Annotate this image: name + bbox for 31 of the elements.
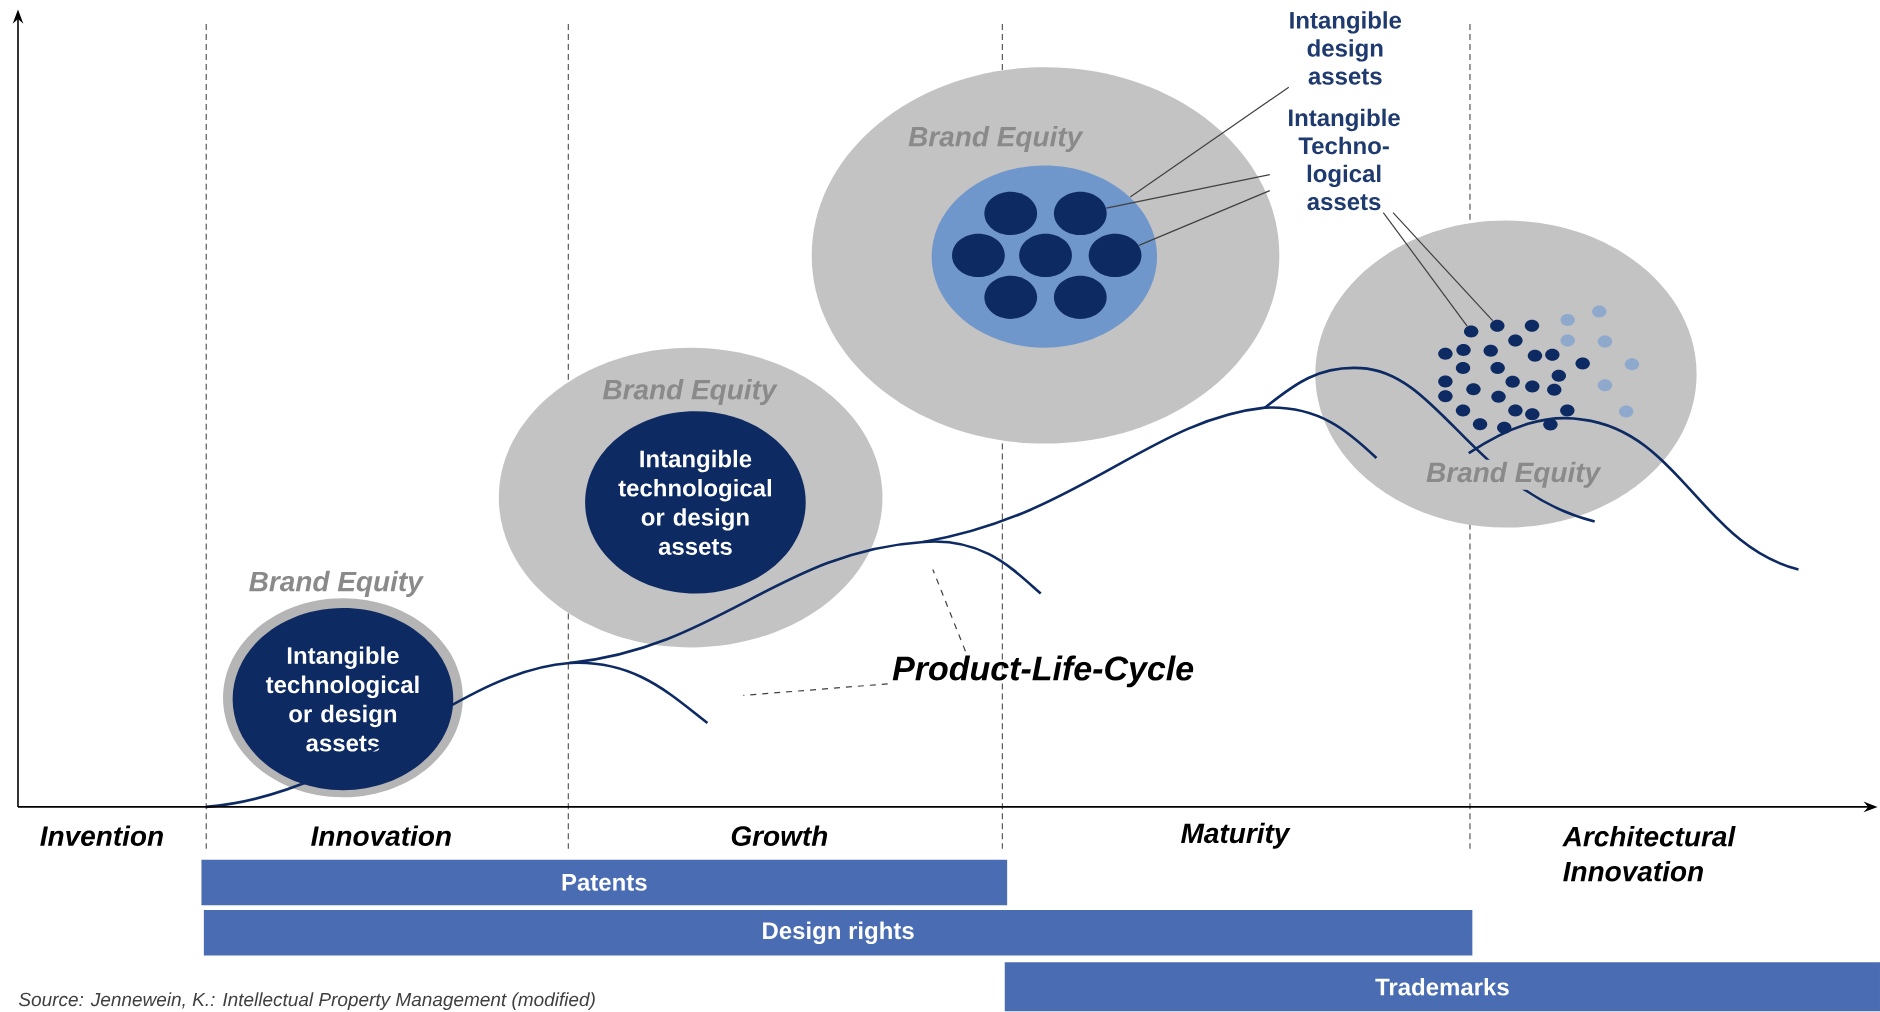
phase-label: Architectural Innovation: [1562, 825, 1736, 882]
leader-line: [742, 683, 889, 697]
phase-label: Invention: [40, 825, 163, 846]
asset-dot: [1053, 191, 1107, 236]
phase-label: Innovation: [311, 825, 451, 846]
leader-line: [1105, 174, 1271, 209]
leader-line: [932, 568, 967, 652]
protection-bar: Design rights: [203, 910, 1473, 956]
source-note: Source: Jennewein, K.: Intellectual Property Management (modified): [18, 992, 595, 1011]
leader-line: [1129, 86, 1290, 198]
curve-label: Product-Life-Cycle: [892, 655, 1194, 688]
asset-dot: [1088, 233, 1142, 277]
protection-bar: Patents: [201, 859, 1008, 906]
brand-equity-ellipse: [1315, 220, 1697, 528]
brand-equity-label: Brand Equity: [602, 379, 778, 406]
asset-dot: [1019, 233, 1072, 277]
leader-line: [1382, 212, 1468, 327]
leader-line: [1138, 190, 1271, 246]
phase-label: Growth: [731, 825, 828, 846]
asset-dot: [984, 191, 1038, 236]
brand-equity-label: Brand Equity: [1424, 459, 1603, 490]
asset-dot: [1053, 275, 1107, 319]
phase-label: Maturity: [1181, 822, 1291, 849]
callout-label: Intangible Techno- logical assets: [1289, 108, 1400, 211]
asset-dot: [952, 233, 1005, 277]
brand-equity-label: Brand Equity: [908, 126, 1084, 153]
callout-label: Intangible design assets: [1290, 11, 1402, 85]
asset-dot: [984, 275, 1038, 319]
leader-line: [1392, 212, 1494, 322]
protection-bar: Trademarks: [1004, 962, 1880, 1012]
brand-equity-label: Brand Equity: [249, 570, 424, 597]
